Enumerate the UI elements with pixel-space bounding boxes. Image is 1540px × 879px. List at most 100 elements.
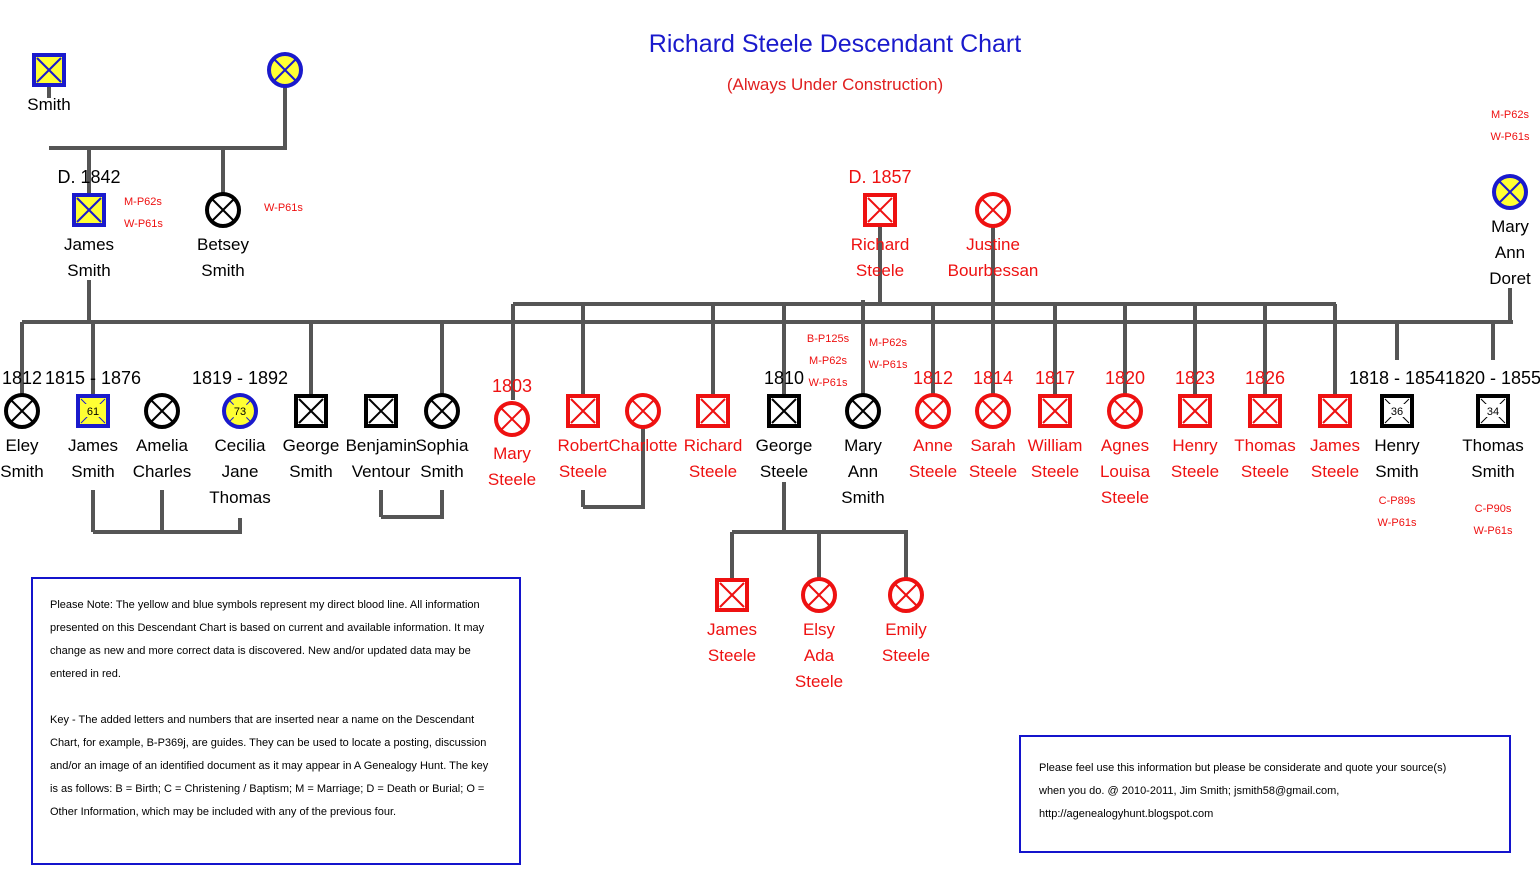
cross-mark [430,399,454,423]
name-line: Smith [71,462,114,481]
date-label: 1812 [2,368,42,388]
connector-lines [20,86,1513,578]
name-line: Smith [67,261,110,280]
person-wife-top [267,52,303,88]
name-line: Steele [760,462,808,481]
name-line: Steele [1101,488,1149,507]
name-line: Benjamin [346,436,417,455]
name-line: Henry [1172,436,1218,455]
name-line: Ventour [352,462,411,481]
name-line: Steele [1171,462,1219,481]
person-smith-top: Smith [27,53,71,114]
cross-mark [981,198,1005,222]
source-note: M-P62s [869,337,907,349]
name-line: Smith [201,261,244,280]
name-line: Smith [1471,462,1514,481]
age-badge: 61 [87,406,99,418]
name-line: Anne [913,436,953,455]
cross-mark [771,398,797,424]
note-box: Please Note: The yellow and blue symbols… [31,577,521,865]
date-label: 1815 - 1876 [45,368,141,388]
badge-background [84,404,102,417]
cross-mark [211,198,235,222]
chart-subtitle: (Always Under Construction) [726,75,944,94]
cross-mark [921,399,945,423]
name-line: Mary [1491,217,1529,236]
name-line: William [1028,436,1083,455]
cross-mark [500,407,524,431]
badge-background [1484,404,1502,417]
source-note: W-P61s [1378,517,1417,529]
cross-mark [1042,398,1068,424]
cross-mark [368,398,394,424]
cross-mark [631,399,655,423]
name-line: Thomas [1234,436,1295,455]
name-line: Steele [969,462,1017,481]
name-line: Smith [289,462,332,481]
source-note: W-P61s [809,377,848,389]
badge-background [231,402,249,420]
name-line: Thomas [1462,436,1523,455]
name-line: Justine [966,235,1020,254]
name-line: Smith [27,95,70,114]
cross-mark [36,57,62,83]
source-note: W-P61s [869,359,908,371]
cross-mark [807,583,831,607]
name-line: Cecilia [214,436,266,455]
name-line: Charles [133,462,192,481]
date-label: 1826 [1245,368,1285,388]
cross-mark [10,399,34,423]
age-badge: 36 [1391,406,1403,418]
age-badge: 34 [1487,406,1499,418]
cross-mark [981,399,1005,423]
name-line: Steele [488,470,536,489]
date-label: 1823 [1175,368,1215,388]
name-line: Sophia [416,436,469,455]
name-line: Steele [559,462,607,481]
date-label: 1820 [1105,368,1145,388]
date-label: 1812 [913,368,953,388]
cross-mark [1322,398,1348,424]
badge-background [1388,404,1406,417]
name-line: Amelia [136,436,189,455]
name-line: Jane [222,462,259,481]
name-line: Steele [689,462,737,481]
name-line: Ada [804,646,835,665]
age-badge: 73 [234,406,246,418]
date-label: 1820 - 1855 [1445,368,1540,388]
source-note: W-P61s [1491,131,1530,143]
name-line: Bourbessan [948,261,1039,280]
date-label: 1803 [492,376,532,396]
cross-mark [298,398,324,424]
name-line: James [1310,436,1360,455]
date-label: 1819 - 1892 [192,368,288,388]
name-line: Ann [1495,243,1525,262]
date-label: 1818 - 1854 [1349,368,1445,388]
date-label: D. 1857 [848,167,911,187]
name-line: Steele [795,672,843,691]
cross-mark [894,583,918,607]
name-line: Mary [493,444,531,463]
name-line: Smith [420,462,463,481]
name-line: Smith [841,488,884,507]
name-line: Richard [851,235,910,254]
name-line: Steele [1031,462,1079,481]
source-note: M-P62s [1491,109,1529,121]
